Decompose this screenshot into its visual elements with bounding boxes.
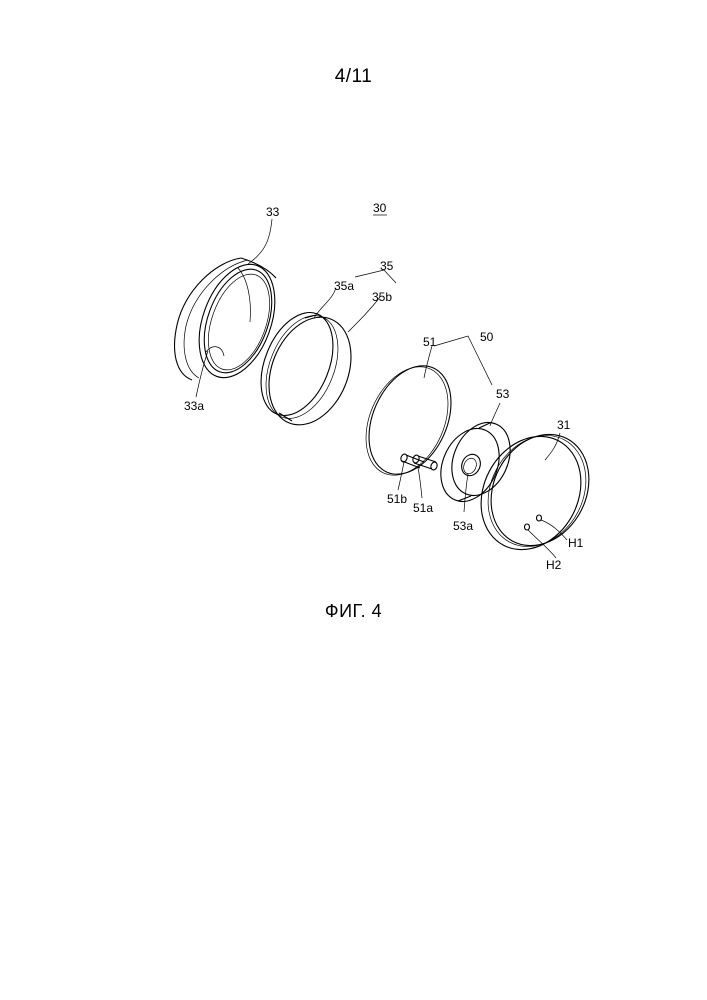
label-assembly: 30 <box>373 201 387 215</box>
label-base: 31 <box>557 418 571 432</box>
label-hole-2: H2 <box>546 558 562 572</box>
label-pin-b: 51b <box>387 492 407 506</box>
figure-caption: ФИГ. 4 <box>0 601 707 622</box>
label-ring: 53 <box>496 387 510 401</box>
label-disc-rim: 35a <box>334 279 354 293</box>
label-plate: 51 <box>423 335 437 349</box>
ring-part <box>430 413 521 510</box>
label-disc-face: 35b <box>372 290 392 304</box>
label-cap-detail: 33a <box>184 399 204 413</box>
label-ring-hole: 53a <box>453 519 473 533</box>
disc-part <box>247 302 366 437</box>
label-pin-a: 51a <box>413 501 433 515</box>
label-hole-1: H1 <box>568 536 584 550</box>
cap-part <box>175 254 290 388</box>
label-module: 50 <box>480 330 494 344</box>
reference-labels: 30 33 33a 35 35a 35b 50 51 53 31 51b 51a… <box>184 201 584 572</box>
label-disc-assembly: 35 <box>380 259 394 273</box>
label-cap: 33 <box>266 205 280 219</box>
plate-part <box>350 353 467 488</box>
